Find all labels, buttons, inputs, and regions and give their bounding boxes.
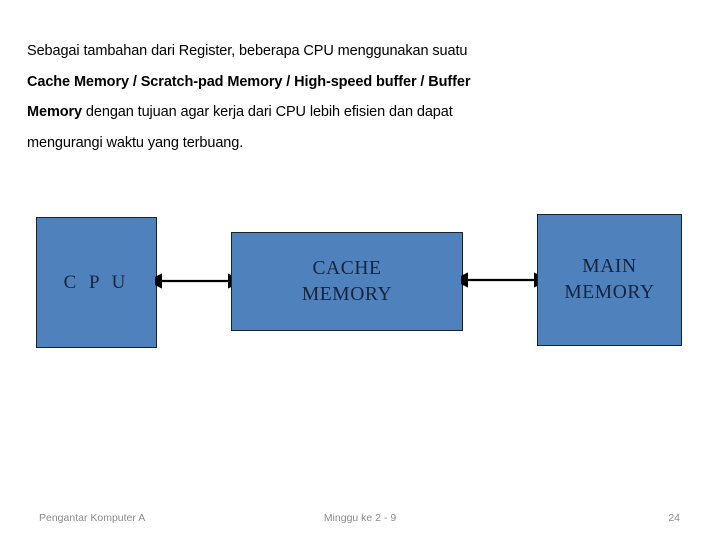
body-line-2-run-1: Cache Memory / Scratch-pad Memory / High… bbox=[27, 73, 471, 90]
footer-course-name: Pengantar Komputer A bbox=[39, 512, 146, 524]
slide-body-text: Sebagai tambahan dari Register, beberapa… bbox=[27, 36, 627, 158]
body-line-4: mengurangi waktu yang terbuang. bbox=[27, 128, 627, 159]
body-line-3: Memory dengan tujuan agar kerja dari CPU… bbox=[27, 97, 627, 128]
diagram-box-cpu-label: C P U bbox=[63, 271, 130, 293]
body-line-2: Cache Memory / Scratch-pad Memory / High… bbox=[27, 67, 627, 98]
body-line-3-run-2: dengan tujuan agar kerja dari CPU lebih … bbox=[82, 104, 453, 120]
footer-week-label: Minggu ke 2 - 9 bbox=[323, 512, 397, 524]
body-line-1: Sebagai tambahan dari Register, beberapa… bbox=[27, 36, 627, 67]
body-line-4-run-1: mengurangi waktu yang terbuang. bbox=[27, 134, 244, 151]
arrow-cache-to-main bbox=[461, 272, 541, 288]
diagram-box-main-memory-line1: MAIN bbox=[582, 256, 637, 277]
diagram-box-cache-memory-line2: MEMORY bbox=[301, 283, 393, 305]
diagram-box-cache-memory[interactable]: CACHE MEMORY bbox=[231, 232, 463, 331]
body-line-3-run-1: Memory bbox=[27, 104, 82, 120]
slide-footer: Pengantar Komputer A Minggu ke 2 - 9 24 bbox=[0, 504, 720, 540]
diagram-box-cache-memory-label: CACHE MEMORY bbox=[302, 256, 392, 308]
diagram-box-main-memory[interactable]: MAIN MEMORY bbox=[537, 214, 682, 346]
arrow-cpu-to-cache bbox=[155, 273, 235, 289]
diagram-box-main-memory-line2: MEMORY bbox=[564, 282, 655, 303]
diagram-box-cpu[interactable]: C P U bbox=[36, 217, 157, 348]
footer-page-number: 24 bbox=[668, 512, 680, 524]
diagram-box-main-memory-label: MAIN MEMORY bbox=[564, 254, 654, 306]
diagram-box-cache-memory-line1: CACHE bbox=[312, 257, 382, 279]
body-line-1-run-1: Sebagai tambahan dari Register, beberapa… bbox=[27, 43, 468, 59]
